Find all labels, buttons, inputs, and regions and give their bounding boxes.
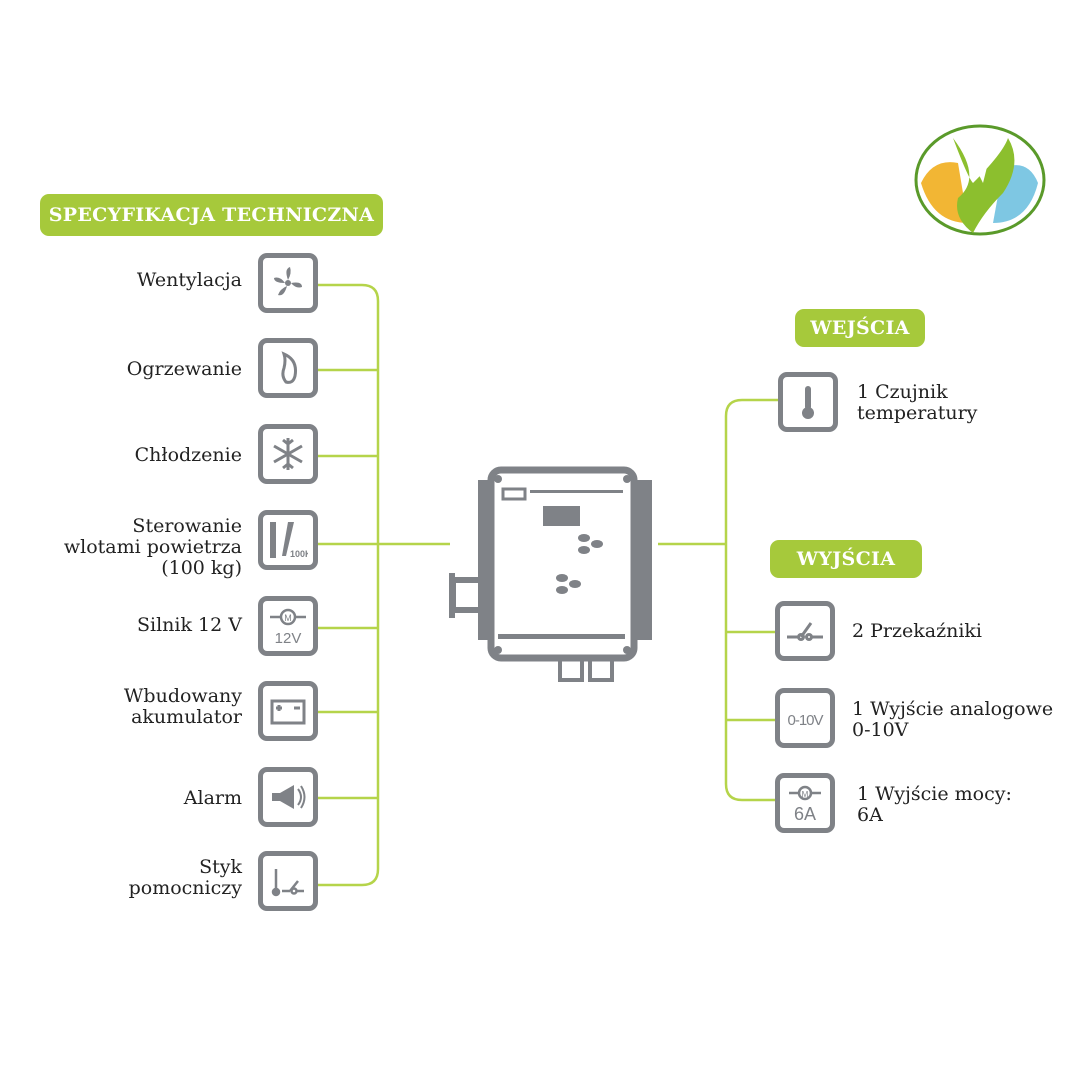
svg-text:M: M [284,613,292,623]
svg-text:100KG: 100KG [290,549,308,559]
snowflake-icon [258,424,318,484]
svg-text:6A: 6A [794,804,816,823]
analog-output-icon: 0-10V [775,688,835,748]
svg-text:M: M [802,790,809,799]
company-logo [914,124,1046,236]
output-label-power: 1 Wyjście mocy:6A [857,783,1012,826]
relay-icon [775,601,835,661]
feature-label-motor: Silnik 12 V [137,614,242,636]
fan-icon [258,253,318,313]
feature-label-wentylacja: Wentylacja [136,269,242,291]
power-output-icon: M 6A [775,773,835,833]
feature-label-alarm: Alarm [183,787,242,809]
flame-icon [258,338,318,398]
spec-title-badge: SPECYFIKACJA TECHNICZNA [40,194,383,236]
svg-text:0-10V: 0-10V [787,712,823,729]
thermometer-icon [778,372,838,432]
feature-label-chlodzenie: Chłodzenie [134,444,242,466]
feature-label-ogrzewanie: Ogrzewanie [126,358,242,380]
inputs-title-badge: WEJŚCIA [795,309,925,347]
siren-icon [258,767,318,827]
motor-12v-icon: M 12V [258,596,318,656]
output-label-relays: 2 Przekaźniki [852,620,983,642]
air-inlet-100kg-icon: 100KG [258,510,318,570]
svg-text:12V: 12V [275,630,302,646]
outputs-title-badge: WYJŚCIA [770,540,922,578]
aux-contact-icon [258,851,318,911]
controller-device [449,466,652,682]
battery-icon [258,681,318,741]
